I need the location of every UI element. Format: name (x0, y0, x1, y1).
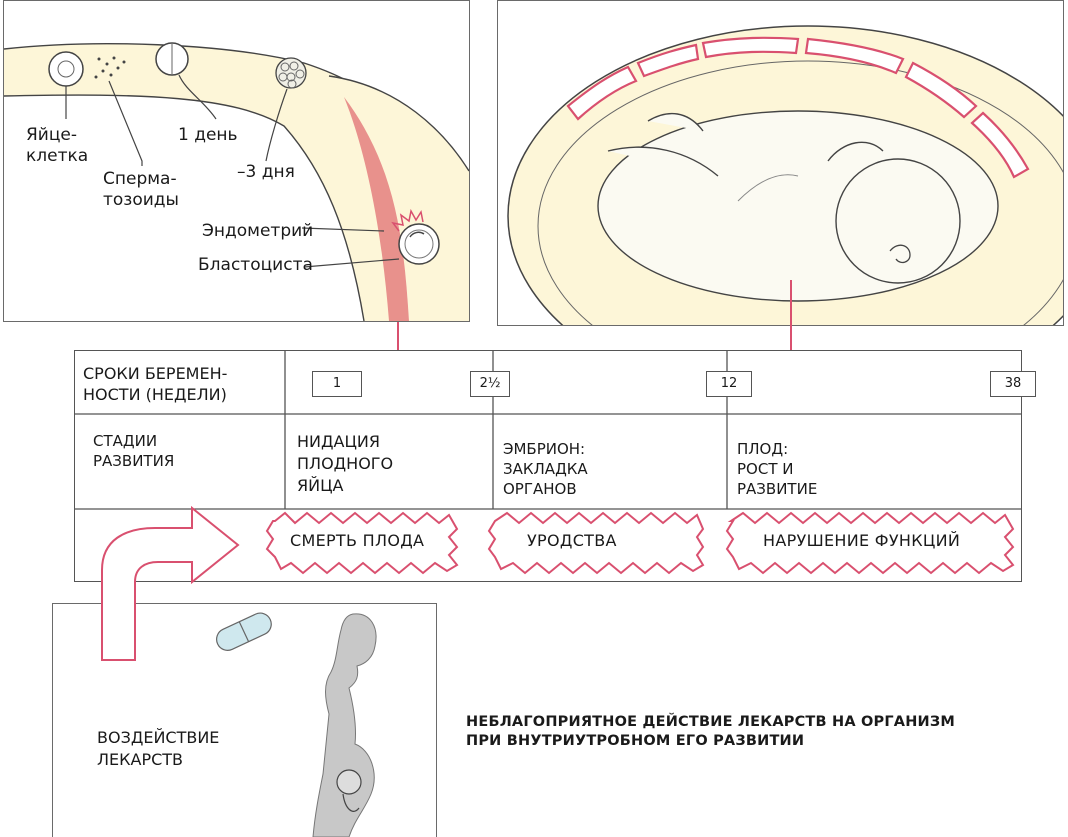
sperm-label: Сперма- тозоиды (103, 169, 179, 211)
morula (276, 58, 306, 88)
tablet-icon (213, 609, 275, 653)
week-1-box: 1 (312, 371, 362, 397)
week-12-box: 12 (706, 371, 752, 397)
stage-nidation: НИДАЦИЯ ПЛОДНОГО ЯЙЦА (297, 431, 393, 497)
effect-function-disorders: НАРУШЕНИЕ ФУНКЦИЙ (763, 531, 960, 550)
stages-header: СТАДИИ РАЗВИТИЯ (93, 431, 174, 471)
stage-fetus: ПЛОД: РОСТ И РАЗВИТИЕ (737, 439, 817, 499)
effect-malformations: УРОДСТВА (527, 531, 617, 550)
fertilization-panel: Яйце- клетка 1 день Сперма- тозоиды –3 д… (3, 0, 470, 322)
diagram-caption: НЕБЛАГОПРИЯТНОЕ ДЕЙСТВИЕ ЛЕКАРСТВ НА ОРГ… (466, 713, 955, 751)
drug-exposure-panel: ВОЗДЕЙСТВИЕ ЛЕКАРСТВ (52, 603, 437, 837)
pregnant-woman-illustration (53, 604, 436, 837)
drug-exposure-label: ВОЗДЕЙСТВИЕ ЛЕКАРСТВ (97, 727, 219, 771)
egg-cell-label: Яйце- клетка (26, 125, 88, 167)
fetus (598, 111, 998, 301)
week-38-box: 38 (990, 371, 1036, 397)
fetus-illustration (498, 1, 1063, 325)
day-3-label: –3 дня (237, 162, 295, 183)
woman-silhouette (313, 614, 376, 837)
pregnancy-timeline-table: СРОКИ БЕРЕМЕН- НОСТИ (НЕДЕЛИ) СТАДИИ РАЗ… (74, 350, 1022, 582)
egg-cell (49, 52, 83, 86)
fetus-panel (497, 0, 1064, 326)
effect-fetal-death: СМЕРТЬ ПЛОДА (290, 531, 424, 550)
day-1-label: 1 день (178, 125, 238, 146)
blastocyst-label: Бластоциста (198, 255, 313, 276)
week-2-5-box: 2½ (470, 371, 510, 397)
stage-embryo: ЭМБРИОН: ЗАКЛАДКА ОРГАНОВ (503, 439, 588, 499)
endometrium-label: Эндометрий (202, 221, 313, 242)
period-header: СРОКИ БЕРЕМЕН- НОСТИ (НЕДЕЛИ) (83, 363, 227, 405)
